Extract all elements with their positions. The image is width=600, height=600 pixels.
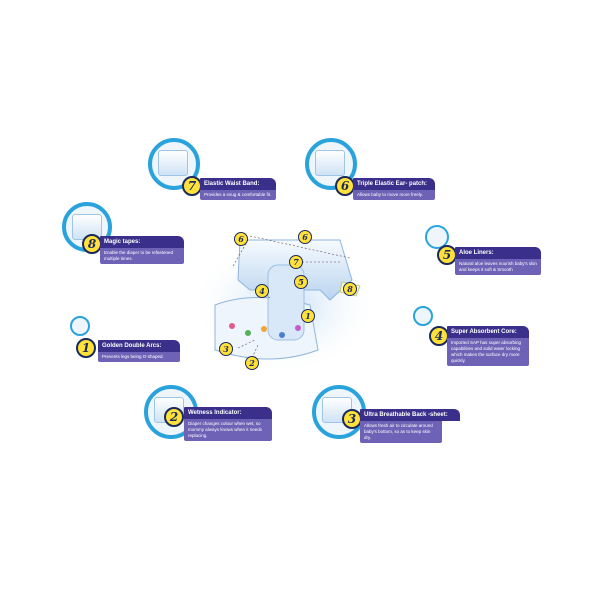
- feature-number-badge: 1: [76, 338, 96, 358]
- feature-title: Super Absorbent Core:: [447, 326, 529, 338]
- super-absorbent-core-icon: [413, 306, 433, 326]
- print-dot: [295, 325, 301, 331]
- feature-number-badge: 5: [437, 245, 457, 265]
- callout-4: 4: [255, 284, 269, 298]
- print-dot: [279, 332, 285, 338]
- feature-number-badge: 6: [335, 176, 355, 196]
- dashed-pointer: [237, 339, 256, 349]
- feature-number-badge: 7: [182, 176, 202, 196]
- feature-number-badge: 4: [429, 326, 449, 346]
- callout-2: 2: [245, 356, 259, 370]
- feature-title: Aloe Liners:: [455, 247, 541, 259]
- feature-title: Triple Elastic Ear- patch:: [353, 178, 435, 190]
- feature-description: Diaper changes colour when wet, so mommy…: [184, 419, 272, 441]
- feature-description: Allows fresh air to circulate around bab…: [360, 421, 442, 443]
- callout-8: 8: [343, 282, 357, 296]
- dashed-pointer: [249, 235, 351, 259]
- feature-description: Prevents legs being O-shaped.: [98, 352, 180, 362]
- callout-1: 1: [301, 309, 315, 323]
- feature-title: Magic tapes:: [100, 236, 184, 248]
- feature-number-badge: 2: [164, 407, 184, 427]
- feature-description: Enable the diaper to be refastened multi…: [100, 248, 184, 264]
- callout-7: 7: [289, 255, 303, 269]
- feature-description: Natural aloe leaves nourish baby's skin …: [455, 259, 541, 275]
- feature-title: Wetness Indicator:: [184, 407, 272, 419]
- callout-5: 5: [294, 275, 308, 289]
- golden-double-arcs-icon: [70, 316, 90, 336]
- dashed-pointer: [231, 239, 249, 269]
- feature-number-badge: 8: [82, 234, 102, 254]
- callout-6: 6: [298, 230, 312, 244]
- print-dot: [261, 326, 267, 332]
- feature-title: Ultra Breathable Back -sheet:: [360, 409, 460, 421]
- feature-description: Imported SAP has super absorbing capabil…: [447, 338, 529, 366]
- callout-6: 6: [234, 232, 248, 246]
- print-dot: [229, 323, 235, 329]
- feature-title: Golden Double Arcs:: [98, 340, 180, 352]
- feature-title: Elastic Waist Band:: [200, 178, 276, 190]
- feature-description: Allows baby to move more freely.: [353, 190, 435, 200]
- callout-3: 3: [219, 342, 233, 356]
- feature-description: Provides a snug & comfortable fit.: [200, 190, 276, 200]
- print-dot: [245, 330, 251, 336]
- feature-number-badge: 3: [342, 409, 362, 429]
